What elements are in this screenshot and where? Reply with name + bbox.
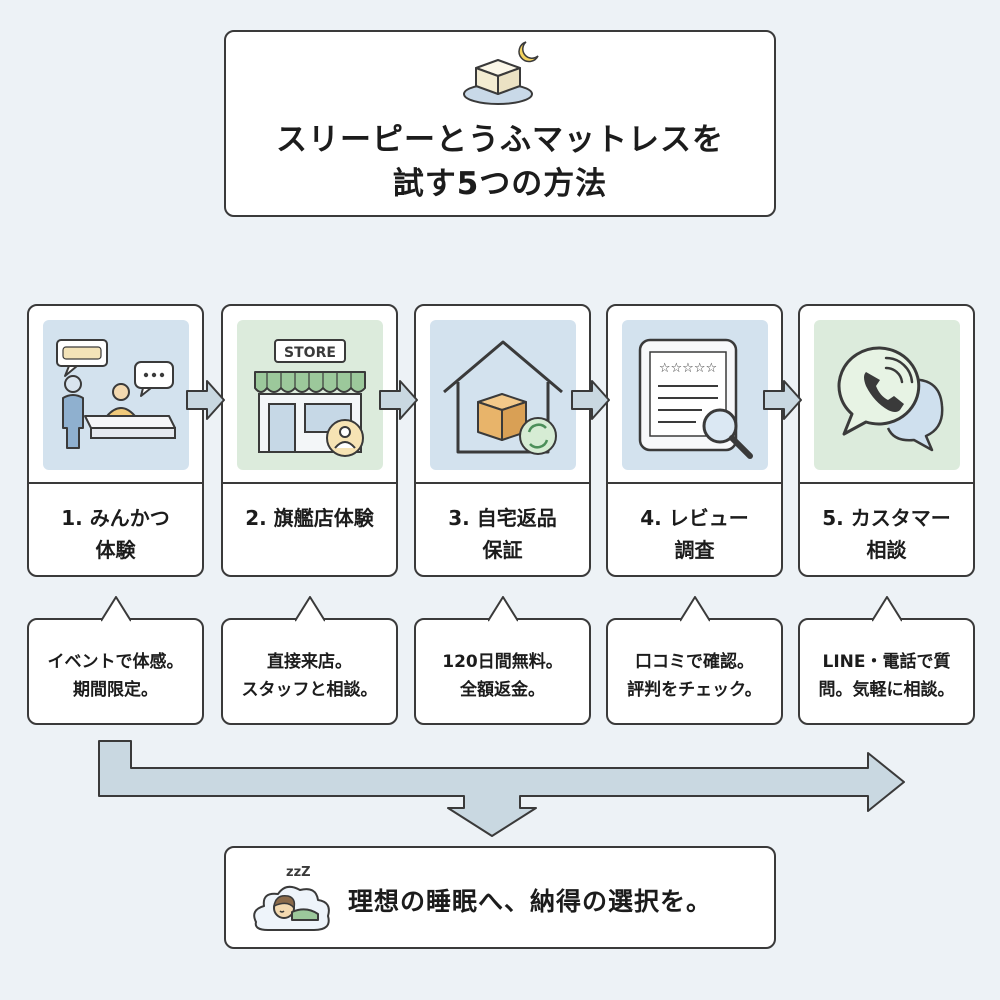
star-rating-icon: ☆☆☆☆☆ (659, 361, 717, 376)
step-card-5: 5. カスタマー相談 (798, 304, 975, 577)
callout-2-line-1: 直接来店。 (267, 652, 352, 672)
arrow-right-icon (571, 380, 610, 420)
callout-3: 120日間無料。 全額返金。 (414, 596, 591, 725)
step-label-5: 5. カスタマー相談 (822, 506, 951, 562)
callout-3-line-1: 120日間無料。 (442, 652, 563, 672)
home-return-icon (430, 320, 576, 470)
callout-2-line-2: スタッフと相談。 (241, 680, 378, 700)
step-label-3: 3. 自宅返品保証 (448, 506, 557, 562)
callout-5-line-1: LINE・電話で質 (822, 652, 951, 672)
step-label-2: 2. 旗艦店体験 (245, 506, 374, 530)
step-label-4: 4. レビュー調査 (640, 506, 749, 562)
event-experience-icon (43, 320, 189, 470)
callout-2: 直接来店。 スタッフと相談。 (221, 596, 398, 725)
title-line-1: スリーピーとうふマットレスを (276, 122, 724, 158)
callout-1-line-2: 期間限定。 (73, 680, 158, 700)
step-card-1: 1. みんかつ体験 (27, 304, 204, 577)
phone-chat-icon (814, 320, 960, 470)
callout-tail (295, 596, 325, 622)
step-divider (416, 482, 589, 484)
callout-1: イベントで体感。 期間限定。 (27, 596, 204, 725)
callout-4-line-2: 評判をチェック。 (627, 680, 762, 700)
tofu-mattress-moon-icon (458, 38, 548, 108)
step-card-2: STORE 2. 旗艦店体験 (221, 304, 398, 577)
arrow-right-icon (763, 380, 802, 420)
sleeping-cloud-icon: zzZ (248, 856, 336, 942)
step-label-1: 1. みんかつ体験 (61, 506, 170, 562)
callout-4-line-1: 口コミで確認。 (635, 652, 754, 672)
step-card-4: ☆☆☆☆☆ 4. レビュー調査 (606, 304, 783, 577)
summary-text: 理想の睡眠へ、納得の選択を。 (348, 887, 713, 916)
review-search-icon: ☆☆☆☆☆ (622, 320, 768, 470)
arrow-right-icon (186, 380, 225, 420)
store-icon: STORE (237, 320, 383, 470)
callout-tail (101, 596, 131, 622)
callout-tail (680, 596, 710, 622)
store-sign-text: STORE (284, 345, 336, 361)
arrow-right-icon (379, 380, 418, 420)
callout-5: LINE・電話で質 問。気軽に相談。 (798, 596, 975, 725)
callout-3-line-2: 全額返金。 (460, 680, 545, 700)
summary-box: zzZ 理想の睡眠へ、納得の選択を。 (224, 846, 776, 949)
title-box: スリーピーとうふマットレスを 試す5つの方法 (224, 30, 776, 217)
title-line-2: 試す5つの方法 (392, 166, 608, 202)
callout-1-line-1: イベントで体感。 (47, 652, 184, 672)
step-divider (223, 482, 396, 484)
step-divider (800, 482, 973, 484)
step-card-3: 3. 自宅返品保証 (414, 304, 591, 577)
callout-tail (872, 596, 902, 622)
step-divider (608, 482, 781, 484)
zzz-text: zzZ (286, 865, 311, 880)
flow-arrow-icon (98, 740, 905, 837)
step-divider (29, 482, 202, 484)
callout-5-line-2: 問。気軽に相談。 (818, 680, 955, 700)
callout-4: 口コミで確認。 評判をチェック。 (606, 596, 783, 725)
callout-tail (488, 596, 518, 622)
